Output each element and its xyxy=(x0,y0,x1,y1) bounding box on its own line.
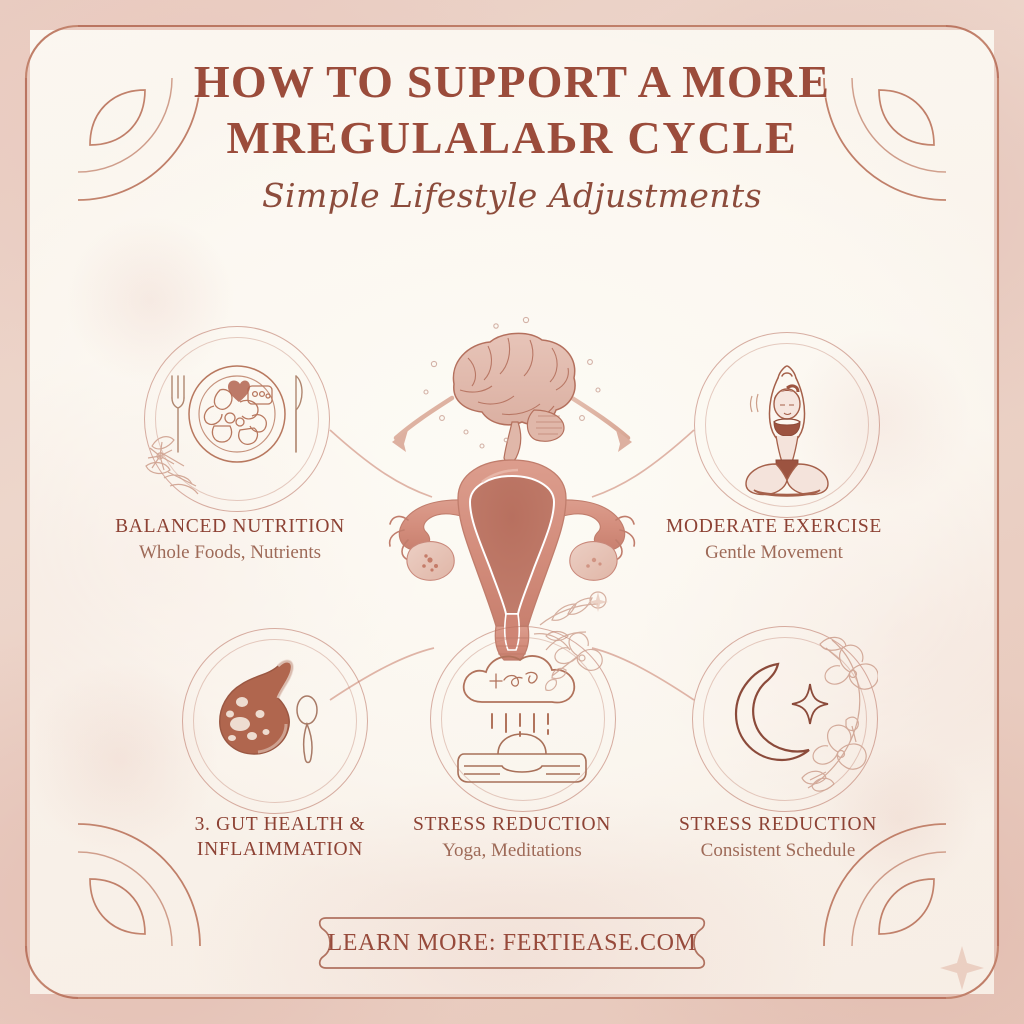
page-subtitle: Simple Lifestyle Adjustments xyxy=(262,176,762,216)
label-stress-reduction: STRESS REDUCTION Yoga, Meditations xyxy=(362,812,662,864)
label-subtitle: INFLAIMMATION xyxy=(196,839,364,861)
node-ring-outer xyxy=(692,626,878,812)
rain-cloud-meditation-cushion-icon xyxy=(430,626,616,812)
label-title: BALANCED NUTRITION xyxy=(115,516,345,537)
node-ring-inner xyxy=(155,337,319,501)
node-ring-outer xyxy=(182,628,368,814)
label-title: STRESS REDUCTION xyxy=(678,814,878,835)
node-ring-outer xyxy=(694,332,880,518)
plate-food-icon xyxy=(144,326,330,512)
node-ring-outer xyxy=(144,326,330,512)
node-balanced-nutrition[interactable] xyxy=(144,326,330,512)
stomach-organ-spoon-icon xyxy=(182,628,368,814)
node-ring-inner xyxy=(193,639,357,803)
node-stress-reduction[interactable] xyxy=(430,626,616,812)
label-subtitle: Whole Foods, Nutrients xyxy=(138,542,322,564)
crescent-moon-star-icon xyxy=(692,626,879,812)
label-subtitle: Yoga, Meditations xyxy=(442,840,582,862)
page-title: HOW TO SUPPORT A MORE MREGULALAЬR CYCLE … xyxy=(0,54,1024,215)
node-sleep-schedule[interactable] xyxy=(692,626,879,812)
node-gut-health[interactable] xyxy=(182,628,368,814)
node-moderate-exercise[interactable] xyxy=(694,332,880,518)
yoga-lotus-pose-icon xyxy=(694,332,880,518)
label-subtitle: Consistent Schedule xyxy=(700,840,856,862)
title-line-2: MREGULALAЬR CYCLE xyxy=(226,112,798,164)
label-title: 3. GUT HEALTH & xyxy=(194,814,366,835)
label-title: MODERATE EXERCISE xyxy=(665,516,883,537)
ticket-outline xyxy=(318,917,706,969)
learn-more-text: LEARN MORE: FERTIEASE.COM xyxy=(327,929,697,956)
node-ring-inner xyxy=(705,343,869,507)
node-ring-outer xyxy=(430,626,616,812)
learn-more-banner[interactable]: LEARN MORE: FERTIEASE.COM xyxy=(312,916,712,970)
label-moderate-exercise: MODERATE EXERCISE Gentle Movement xyxy=(624,514,924,566)
label-gut-health: 3. GUT HEALTH & INFLAIMMATION xyxy=(130,812,430,863)
title-line-1: HOW TO SUPPORT A MORE xyxy=(193,56,831,107)
node-ring-inner xyxy=(703,637,867,801)
node-ring-inner xyxy=(441,637,605,801)
label-sleep-schedule: STRESS REDUCTION Consistent Schedule xyxy=(628,812,928,864)
label-balanced-nutrition: BALANCED NUTRITION Whole Foods, Nutrient… xyxy=(80,514,380,566)
label-subtitle: Gentle Movement xyxy=(705,542,843,564)
label-title: STRESS REDUCTION xyxy=(412,814,612,835)
